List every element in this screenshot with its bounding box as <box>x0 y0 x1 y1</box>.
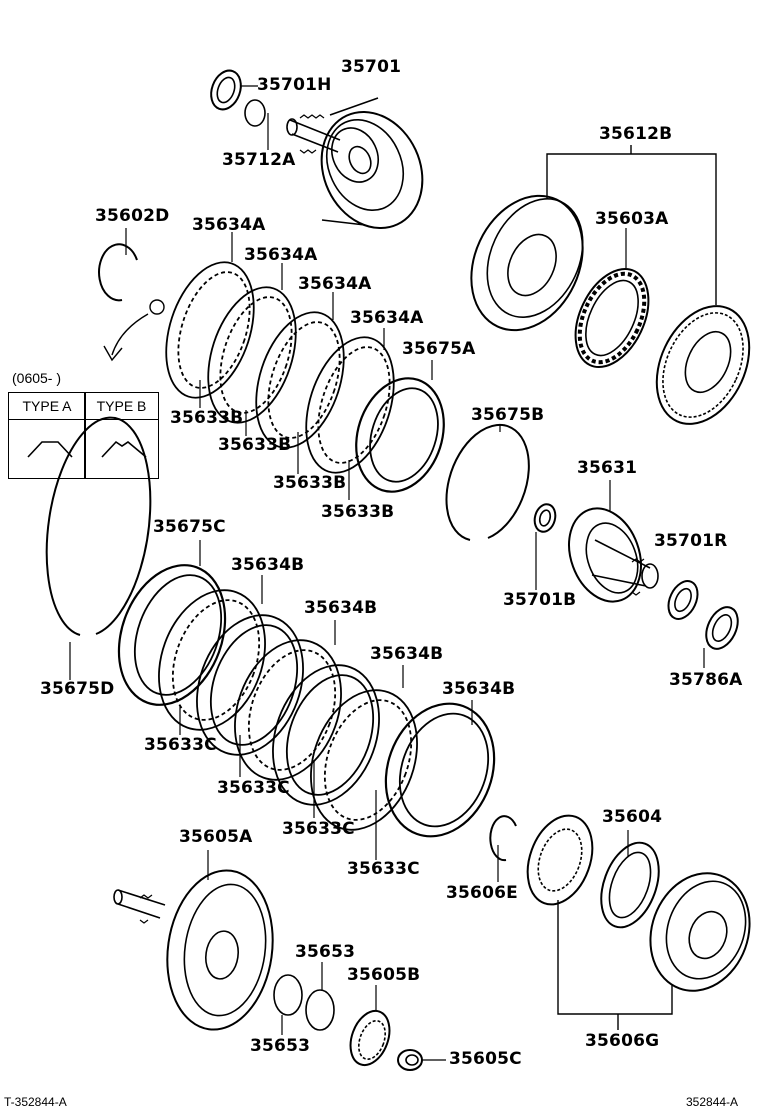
washer-35786A <box>705 606 739 650</box>
hub-35606G <box>526 814 594 906</box>
part-label-35633C-1: 35633C <box>144 735 217 755</box>
part-label-35653-1: 35653 <box>295 942 356 962</box>
part-label-35633C-3: 35633C <box>282 819 355 839</box>
part-label-35634B-4: 35634B <box>442 679 516 699</box>
footer-ref-left: T-352844-A <box>4 1095 67 1109</box>
snapring-35606E <box>489 815 517 862</box>
part-label-35653-2: 35653 <box>250 1036 311 1056</box>
part-label-35602D: 35602D <box>95 206 170 226</box>
drum-35701 <box>286 97 424 230</box>
type-b-header: TYPE B <box>85 393 158 420</box>
part-label-35712A: 35712A <box>222 150 296 170</box>
part-label-35633B-2: 35633B <box>218 435 292 455</box>
bearing-35605B <box>349 1009 391 1067</box>
snapring-35675D <box>45 416 152 636</box>
washer-35701R <box>667 580 699 620</box>
part-label-35675B: 35675B <box>471 405 545 425</box>
type-a-profile <box>27 441 73 458</box>
oring-35653-b <box>305 989 335 1031</box>
oring-35712A <box>244 99 266 127</box>
ring-35612B <box>655 305 751 425</box>
part-label-35604: 35604 <box>602 807 663 827</box>
part-label-35634B-2: 35634B <box>304 598 378 618</box>
washer-35701H <box>210 69 242 111</box>
type-range-label: (0605- ) <box>12 370 62 386</box>
clutch-pack-lower <box>117 564 496 838</box>
part-label-35605A: 35605A <box>179 827 253 847</box>
part-label-35605C: 35605C <box>449 1049 522 1069</box>
type-b-profile <box>101 440 147 458</box>
part-label-35634B-1: 35634B <box>231 555 305 575</box>
part-label-35634A-3: 35634A <box>298 274 372 294</box>
snapring-35675B <box>445 423 530 541</box>
spring-35603A <box>574 267 650 369</box>
type-table: TYPE A TYPE B <box>8 392 159 479</box>
part-label-35633B-4: 35633B <box>321 502 395 522</box>
part-label-35633B-1: 35633B <box>170 408 244 428</box>
part-label-35675C: 35675C <box>153 517 226 537</box>
part-label-35786A: 35786A <box>669 670 743 690</box>
part-label-35634A-4: 35634A <box>350 308 424 328</box>
washer-35701B <box>533 503 557 533</box>
part-label-35633C-4: 35633C <box>347 859 420 879</box>
part-label-35701B: 35701B <box>503 590 577 610</box>
part-label-35603A: 35603A <box>595 209 669 229</box>
part-label-35701R: 35701R <box>654 531 728 551</box>
clutch-pack-upper <box>165 261 445 493</box>
part-label-35606G: 35606G <box>585 1031 660 1051</box>
part-label-35605B: 35605B <box>347 965 421 985</box>
part-label-35612B: 35612B <box>599 124 673 144</box>
part-label-35634B-3: 35634B <box>370 644 444 664</box>
piston-35612B <box>470 194 584 332</box>
shaft-35631 <box>568 507 659 603</box>
part-label-35701H: 35701H <box>257 75 332 95</box>
part-label-35634A-2: 35634A <box>244 245 318 265</box>
footer-ref-right: 352844-A <box>686 1095 739 1109</box>
part-label-35633B-3: 35633B <box>273 473 347 493</box>
oring-35653-a <box>273 974 303 1016</box>
spring-35604 <box>600 841 660 929</box>
part-label-35633C-2: 35633C <box>217 778 290 798</box>
drum-35605A <box>113 869 274 1031</box>
part-label-35634A-1: 35634A <box>192 215 266 235</box>
part-label-35675A: 35675A <box>402 339 476 359</box>
part-label-35675D: 35675D <box>40 679 115 699</box>
part-label-35606E: 35606E <box>446 883 518 903</box>
part-label-35631: 35631 <box>577 458 638 478</box>
bearing-35605C <box>397 1049 423 1071</box>
snapring-35602D <box>98 243 138 302</box>
part-label-35701: 35701 <box>341 57 402 77</box>
piston-35606G <box>649 872 751 992</box>
type-a-header: TYPE A <box>9 393 85 420</box>
